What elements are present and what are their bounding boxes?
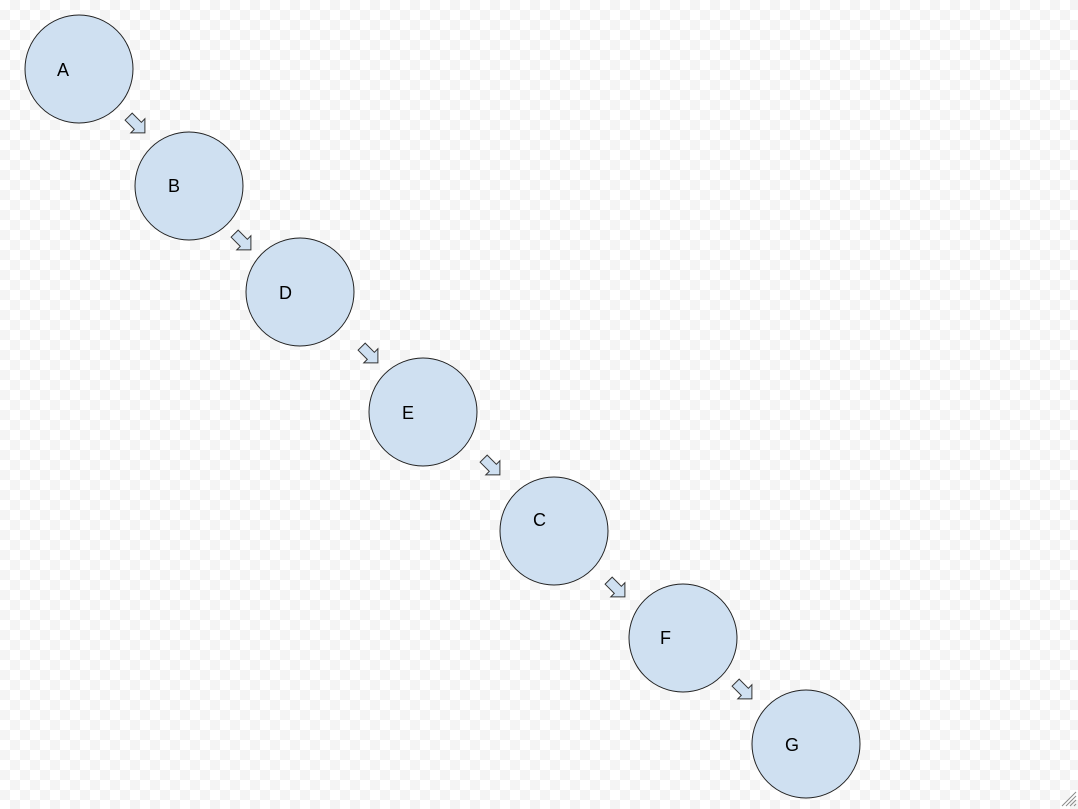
arrow-d-to-e[interactable] <box>355 340 385 370</box>
arrow-c-to-f[interactable] <box>602 574 632 604</box>
node-label: D <box>279 283 292 303</box>
arrow-f-to-g[interactable] <box>729 676 759 706</box>
diagram-node-d[interactable]: D <box>245 237 355 347</box>
arrow-a-to-b[interactable] <box>122 110 152 140</box>
diagram-node-e[interactable]: E <box>368 357 478 467</box>
diagram-node-b[interactable]: B <box>134 131 244 241</box>
diagram-node-a[interactable]: A <box>24 14 134 124</box>
node-label: B <box>168 176 180 196</box>
diagram-node-c[interactable]: C <box>499 476 609 586</box>
node-label: C <box>533 510 546 530</box>
node-label: G <box>785 735 799 755</box>
arrow-b-to-d[interactable] <box>228 227 258 257</box>
diagram-node-g[interactable]: G <box>751 689 861 799</box>
diagram-node-f[interactable]: F <box>628 583 738 693</box>
node-label: A <box>57 60 69 80</box>
arrow-e-to-c[interactable] <box>477 452 507 482</box>
node-label: F <box>660 628 671 648</box>
connector-arrows <box>122 110 759 706</box>
node-label: E <box>402 403 414 423</box>
resize-grip-icon[interactable] <box>1061 791 1077 807</box>
